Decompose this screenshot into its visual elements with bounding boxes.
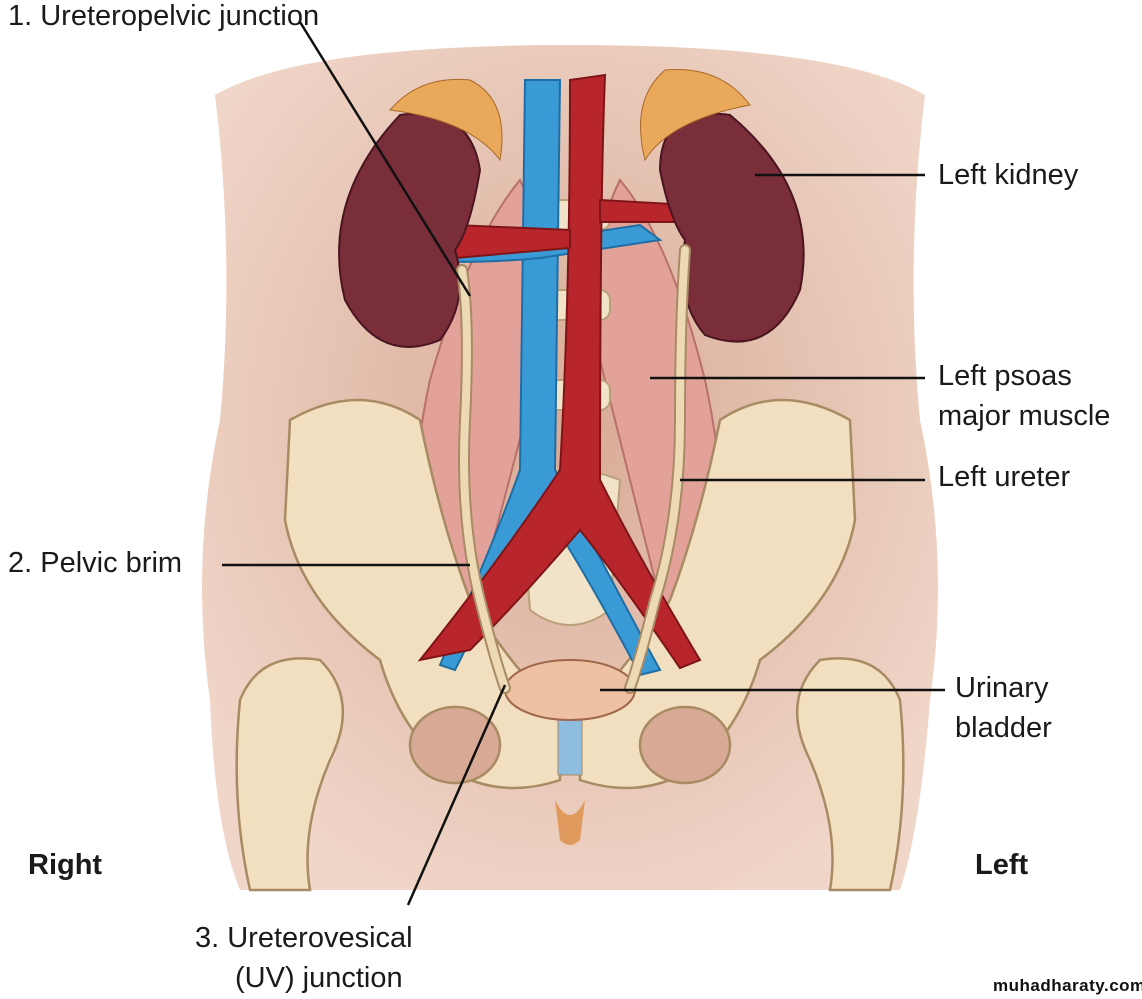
urethra [555,800,585,845]
left-kidney [658,112,805,343]
label-left-ureter: Left ureter [938,461,1071,493]
label-psoas-line2: major muscle [938,400,1111,432]
right-ureter-fill [458,266,509,692]
leader-ureteropelvic [298,21,472,297]
label-bladder-line1: Urinary [955,672,1049,704]
right-adrenal-gland [389,78,503,162]
watermark: muhadharaty.com [993,976,1142,995]
label-psoas-line1: Left psoas [938,360,1072,392]
right-kidney [338,112,482,348]
leader-uv-junction [406,684,507,906]
left-adrenal-gland [640,68,751,162]
abdominal-aorta [417,73,702,670]
label-left-kidney: Left kidney [938,159,1079,191]
label-uv-line1: 3. Ureterovesical [195,922,413,954]
left-ureter-fill [626,246,689,692]
label-left-side: Left [975,849,1029,881]
label-bladder-line2: bladder [955,712,1052,744]
label-ureteropelvic-junction: 1. Ureteropelvic junction [8,0,320,32]
label-right-side: Right [28,849,103,881]
label-pelvic-brim: 2. Pelvic brim [8,547,183,579]
leader-lines [222,21,945,906]
label-uv-line2: (UV) junction [235,962,403,994]
